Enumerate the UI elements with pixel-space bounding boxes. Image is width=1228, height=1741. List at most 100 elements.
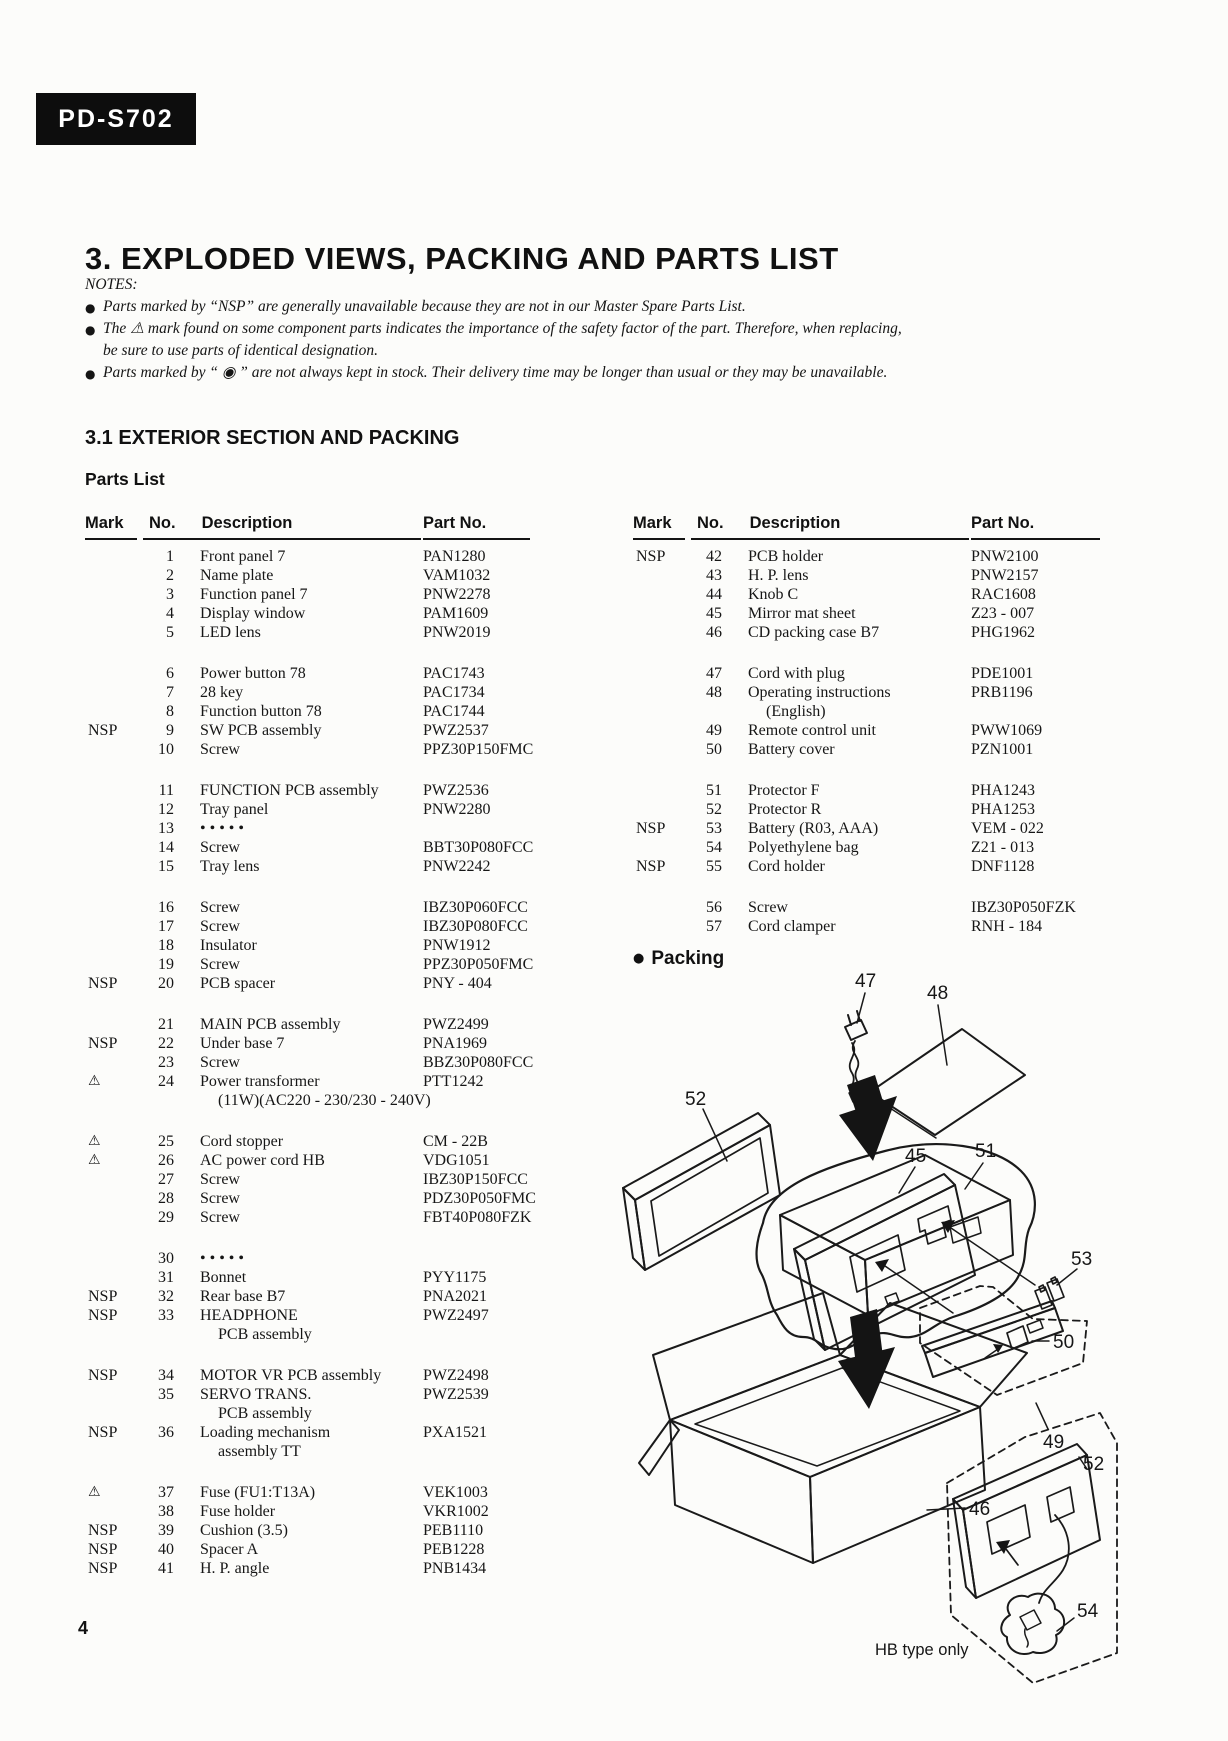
no-cell: 24	[158, 1073, 174, 1090]
leader-52b	[1078, 1456, 1088, 1470]
desc-cell: PCB holder	[748, 548, 824, 565]
mark-cell	[633, 702, 688, 721]
desc-cell: Insulator	[200, 937, 257, 954]
mark-cell	[85, 955, 140, 974]
header-mark: Mark	[85, 514, 137, 540]
desc-cell: Operating instructions	[748, 684, 891, 701]
model-badge-label: PD-S702	[58, 104, 174, 133]
part-cell: PWZ2498	[423, 1367, 489, 1384]
no-cell: 33	[158, 1307, 174, 1324]
header-no: No.	[697, 514, 724, 532]
pointer-head-battery	[941, 1220, 955, 1233]
model-badge: PD-S702	[36, 93, 196, 145]
mark-cell	[85, 857, 140, 876]
desc-cell: CD packing case B7	[748, 624, 880, 641]
protector-f-hole-2	[917, 1205, 952, 1245]
pack-arrow-2	[838, 1309, 895, 1409]
desc-cell: • • • • •	[200, 1250, 245, 1267]
part-cell: CM - 22B	[423, 1133, 488, 1150]
mark-cell	[85, 547, 140, 566]
bullet-icon: ●	[85, 323, 96, 337]
no-cell: 6	[166, 665, 174, 682]
no-cell: 55	[706, 858, 722, 875]
desc-cell: SW PCB assembly	[200, 722, 322, 739]
mark-cell	[85, 898, 140, 917]
table-row: assembly TT	[85, 1442, 530, 1461]
leader-48	[937, 1004, 948, 1066]
desc-cell: Power transformer	[200, 1073, 320, 1090]
callout-52a: 52	[685, 1089, 706, 1110]
mark-cell	[633, 683, 688, 702]
no-cell: 46	[706, 624, 722, 641]
no-cell: 35	[158, 1386, 174, 1403]
mark-cell	[633, 604, 688, 623]
hb-type-note: HB type only	[875, 1641, 969, 1659]
box-inner	[694, 1367, 961, 1467]
protector-f-top	[793, 1173, 956, 1261]
part-cell: IBZ30P060FCC	[423, 899, 528, 916]
cover-arrow-line	[984, 1348, 999, 1359]
no-cell: 41	[158, 1560, 174, 1577]
mark-cell	[85, 702, 140, 721]
desc-cell: Polyethylene bag	[748, 839, 859, 856]
part-cell: PPZ30P050FMC	[423, 956, 534, 973]
no-cell: 36	[158, 1424, 174, 1441]
header-description: Description	[749, 514, 841, 532]
desc-cell: PCB spacer	[200, 975, 276, 992]
part-cell: PWZ2537	[423, 722, 489, 739]
mark-cell: NSP	[88, 975, 118, 992]
part-cell: PNW1912	[423, 937, 491, 954]
no-cell: 32	[158, 1288, 174, 1305]
part-cell	[423, 1442, 530, 1461]
no-cell	[688, 702, 726, 721]
leader-51	[964, 1162, 984, 1190]
battery-2	[1046, 1276, 1065, 1302]
callout-49: 49	[1043, 1432, 1064, 1453]
desc-cell: SERVO TRANS.	[200, 1386, 312, 1403]
remote-body	[924, 1307, 1064, 1378]
mark-cell: ⚠	[88, 1133, 101, 1149]
mark-cell: NSP	[88, 1288, 118, 1305]
protector-f-side	[793, 1248, 826, 1351]
callout-48: 48	[927, 983, 948, 1004]
part-cell: IBZ30P080FCC	[423, 918, 528, 935]
mark-cell	[85, 1170, 140, 1189]
no-cell: 2	[166, 567, 174, 584]
desc-cell: Tray lens	[200, 858, 260, 875]
part-cell: PEB1228	[423, 1541, 485, 1558]
box-wall-right	[809, 1406, 986, 1564]
part-cell: VKR1002	[423, 1503, 489, 1520]
desc-cell: Screw	[200, 1054, 240, 1071]
callout-52b: 52	[1083, 1454, 1104, 1475]
no-cell: 57	[706, 918, 722, 935]
no-cell: 10	[158, 741, 174, 758]
no-cell: 50	[706, 741, 722, 758]
mark-cell	[85, 1189, 140, 1208]
desc-cell: Function panel 7	[200, 586, 308, 603]
remote-button	[1026, 1319, 1044, 1334]
mark-cell	[633, 898, 688, 917]
header-no: No.	[149, 514, 176, 532]
callout-54: 54	[1077, 1601, 1099, 1622]
desc-cell: Cord with plug	[748, 665, 845, 682]
part-cell: PYY1175	[423, 1269, 487, 1286]
hb-arrow-head	[996, 1540, 1010, 1554]
protector-f-hole-1	[849, 1234, 906, 1293]
desc-cell: Power button 78	[200, 665, 306, 682]
protector-r-top	[622, 1112, 771, 1201]
part-cell: PZN1001	[971, 741, 1034, 758]
